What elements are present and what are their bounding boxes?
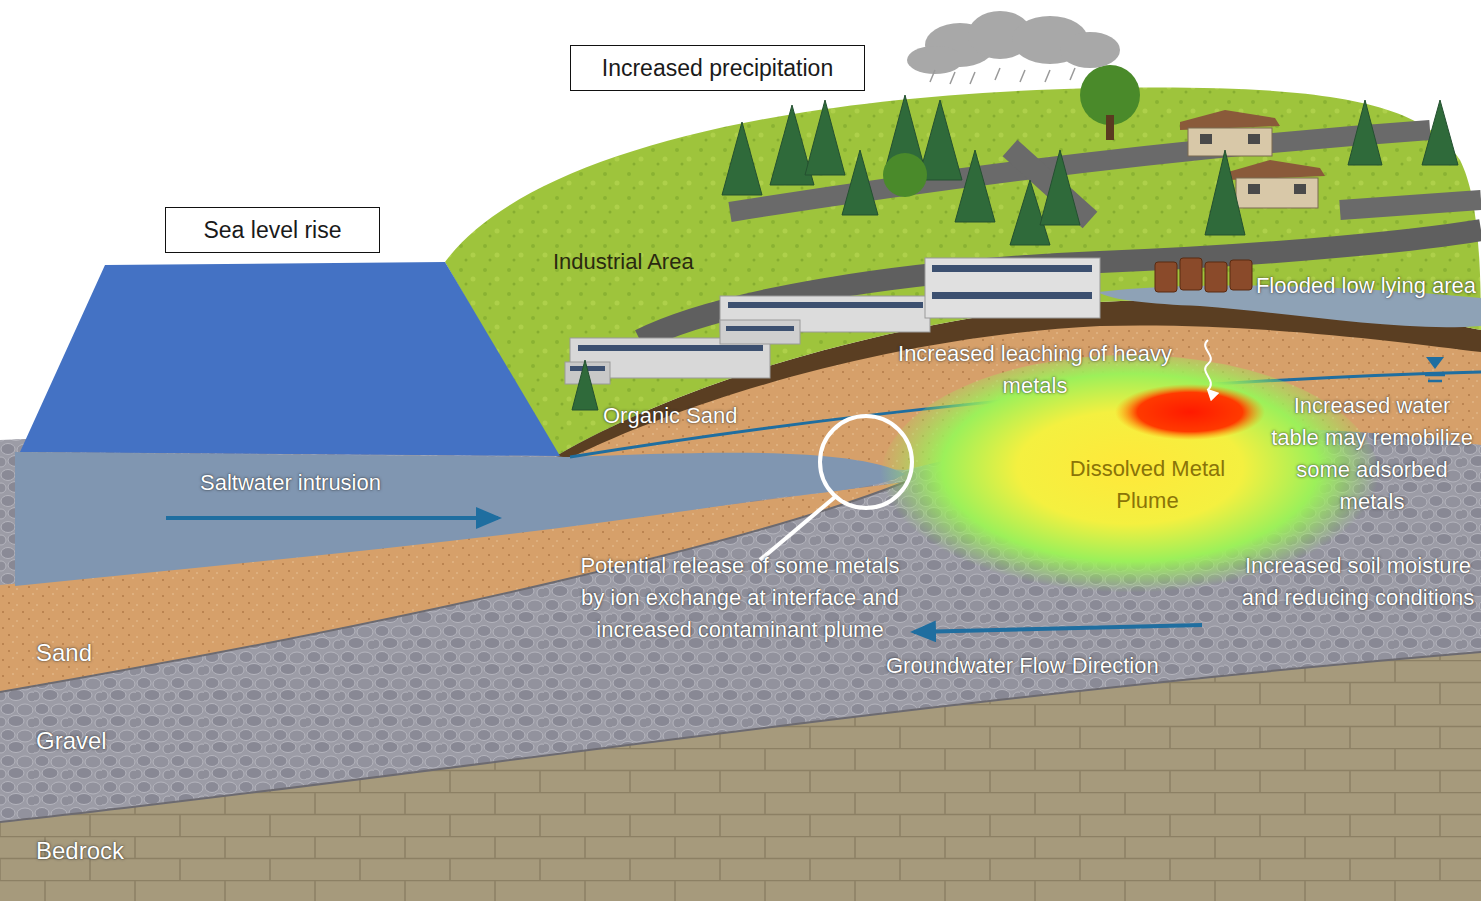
box-text: Sea level rise xyxy=(203,217,341,244)
illustration-label: Increased water table may remobilize som… xyxy=(1267,390,1477,518)
illustration-label: Saltwater intrusion xyxy=(200,467,440,499)
illustration-label: Organic Sand xyxy=(603,400,773,432)
box-text: Increased precipitation xyxy=(602,55,833,82)
illustration-label: Dissolved Metal Plume xyxy=(1040,453,1255,517)
illustration-label: Gravel xyxy=(36,724,156,759)
illustration-label: Increased leaching of heavy metals xyxy=(890,338,1180,402)
illustration-label: Industrial Area xyxy=(553,246,743,278)
illustration-label: Increased soil moisture and reducing con… xyxy=(1239,550,1477,614)
text-box: Increased precipitation xyxy=(570,45,865,91)
illustration-label: Flooded low lying area xyxy=(1255,270,1477,302)
illustration-label: Sand xyxy=(36,636,136,671)
illustration-label: Bedrock xyxy=(36,834,166,869)
illustration-label: Groundwater Flow Direction xyxy=(886,650,1226,682)
text-box: Sea level rise xyxy=(165,207,380,253)
illustration-label: Potential release of some metals by ion … xyxy=(570,550,910,646)
